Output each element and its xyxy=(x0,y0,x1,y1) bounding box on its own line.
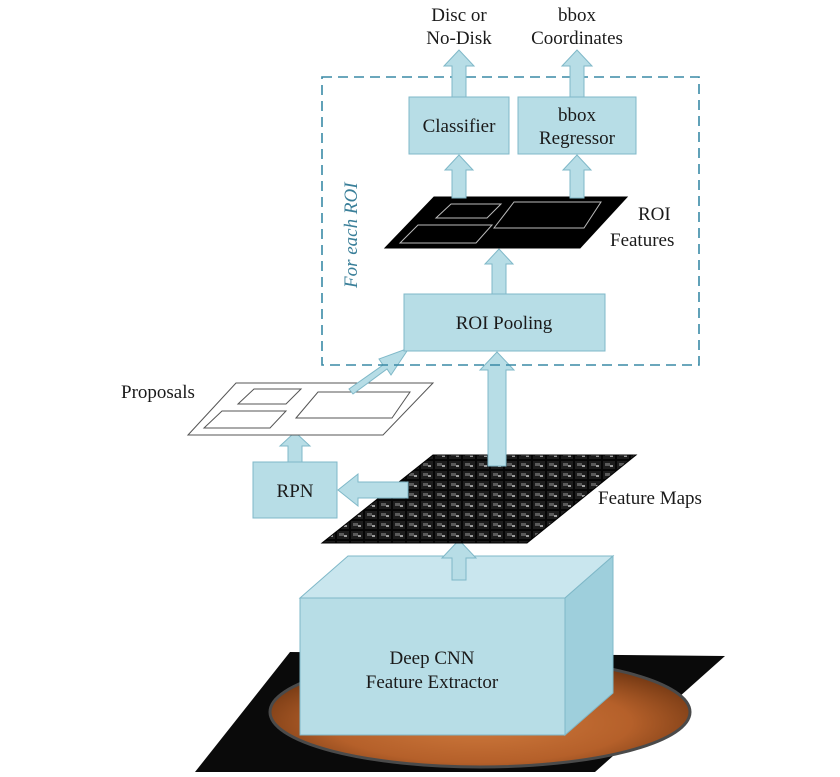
for-each-roi-region xyxy=(321,76,700,366)
feature-maps-label: Feature Maps xyxy=(598,488,702,509)
cnn-label-line-2: Feature Extractor xyxy=(366,672,499,693)
classifier-box: Classifier xyxy=(408,96,510,155)
arrow-proposals-to-roi-pooling xyxy=(348,347,411,395)
arrow-classifier-to-output xyxy=(442,49,476,98)
arrow-regressor-to-output xyxy=(560,49,594,98)
arrow-roi-features-to-regressor xyxy=(561,154,593,199)
proposals-plane xyxy=(186,382,435,436)
feature-maps-plane xyxy=(320,454,638,544)
arrow-rpn-to-proposals xyxy=(278,431,312,463)
roi-pooling-label: ROI Pooling xyxy=(456,313,553,334)
arrow-roi-features-to-classifier xyxy=(443,154,475,199)
proposals-label: Proposals xyxy=(121,382,195,403)
arrow-feature-maps-to-rpn xyxy=(337,472,409,508)
cnn-label-line-1: Deep CNN xyxy=(390,648,475,669)
regressor-label-line-1: bbox xyxy=(558,105,597,126)
classifier-label: Classifier xyxy=(423,116,496,137)
roi-features-label-line-2: Features xyxy=(610,230,674,251)
disc-output-label-line-2: No-Disk xyxy=(426,28,492,49)
arrow-cnn-to-feature-maps xyxy=(440,539,478,581)
for-each-roi-label: For each ROI xyxy=(341,181,362,289)
rpn-box: RPN xyxy=(252,461,338,519)
roi-features-plane xyxy=(383,196,629,249)
bbox-output-label-line-1: bbox xyxy=(558,5,597,26)
arrow-feature-maps-to-roi-pooling xyxy=(478,351,516,467)
roi-features-label-line-1: ROI xyxy=(638,204,671,225)
rpn-label: RPN xyxy=(277,481,314,502)
roi-pooling-box: ROI Pooling xyxy=(403,293,606,352)
regressor-label-line-2: Regressor xyxy=(539,128,616,149)
bbox-regressor-box: bbox Regressor xyxy=(517,96,637,155)
disc-output-label-line-1: Disc or xyxy=(431,5,487,26)
bbox-output-label-line-2: Coordinates xyxy=(531,28,623,49)
arrow-roi-pooling-to-roi-features xyxy=(483,248,515,295)
cnn-feature-extractor-box: Deep CNN Feature Extractor xyxy=(298,554,615,737)
